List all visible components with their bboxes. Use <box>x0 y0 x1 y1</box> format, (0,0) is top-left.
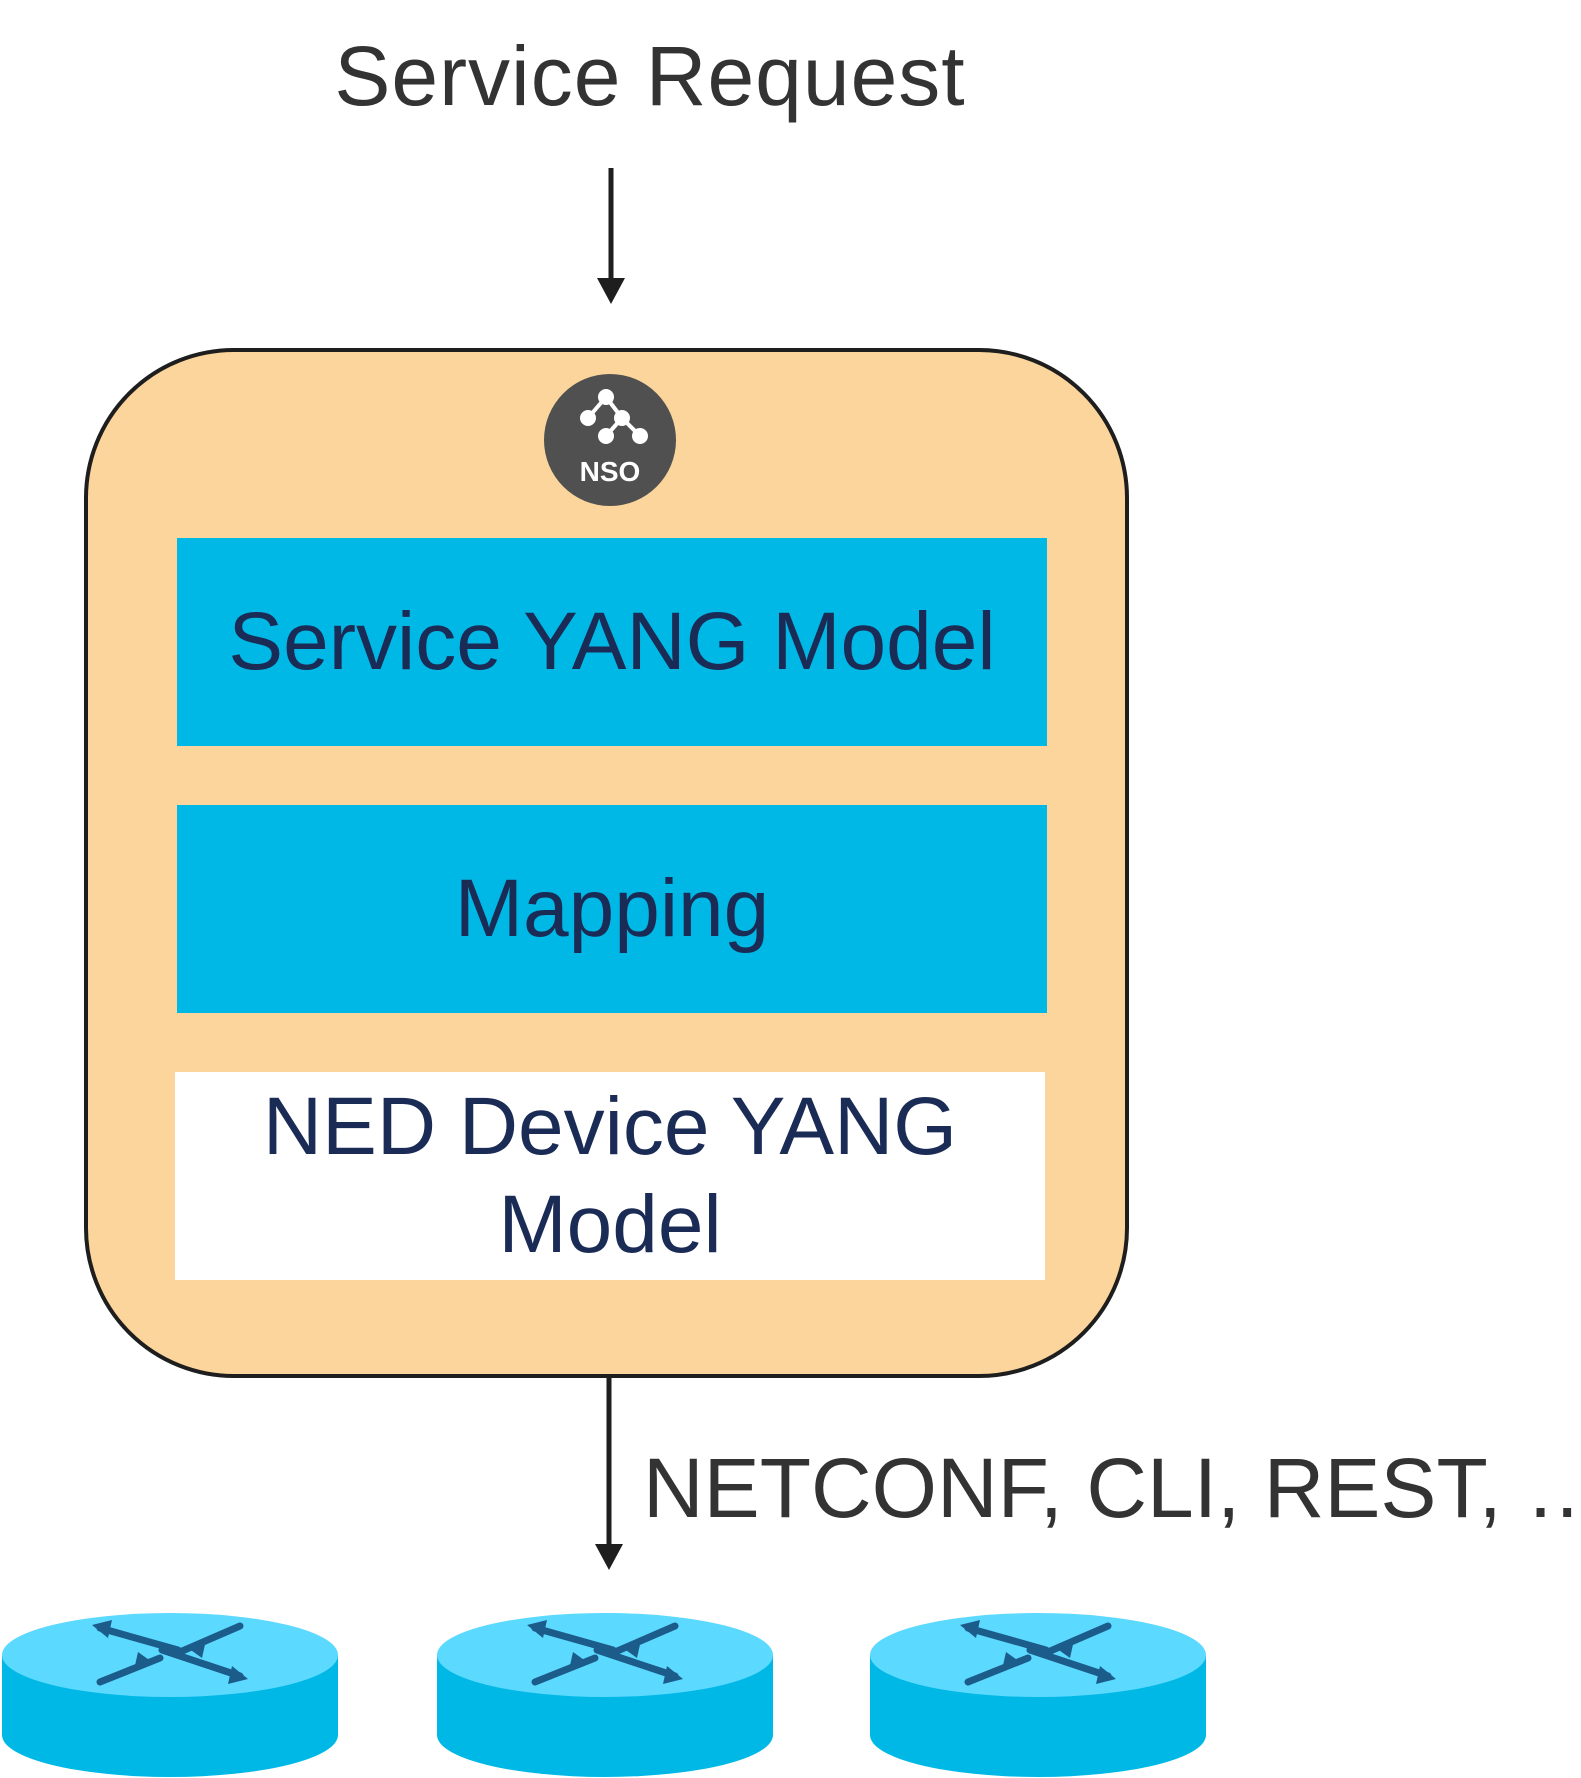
nso-logo-text: NSO <box>580 456 641 487</box>
ned-device-yang-model-layer: NED Device YANG Model <box>175 1072 1045 1280</box>
mapping-layer: Mapping <box>177 805 1047 1013</box>
ned-device-yang-model-label: NED Device YANG Model <box>262 1081 958 1270</box>
nso-network-icon <box>580 389 648 444</box>
service-request-label: Service Request <box>334 29 966 123</box>
nso-logo: NSO <box>544 374 676 506</box>
router-icon <box>2 1613 338 1777</box>
protocols-label: NETCONF, CLI, REST, … <box>643 1441 1581 1535</box>
service-yang-model-layer: Service YANG Model <box>177 538 1047 746</box>
device-arrow <box>595 1378 623 1570</box>
request-arrow <box>597 168 625 304</box>
mapping-label: Mapping <box>454 863 770 954</box>
service-yang-model-label: Service YANG Model <box>228 596 996 687</box>
router-icon <box>870 1613 1206 1777</box>
router-icon <box>437 1613 773 1777</box>
